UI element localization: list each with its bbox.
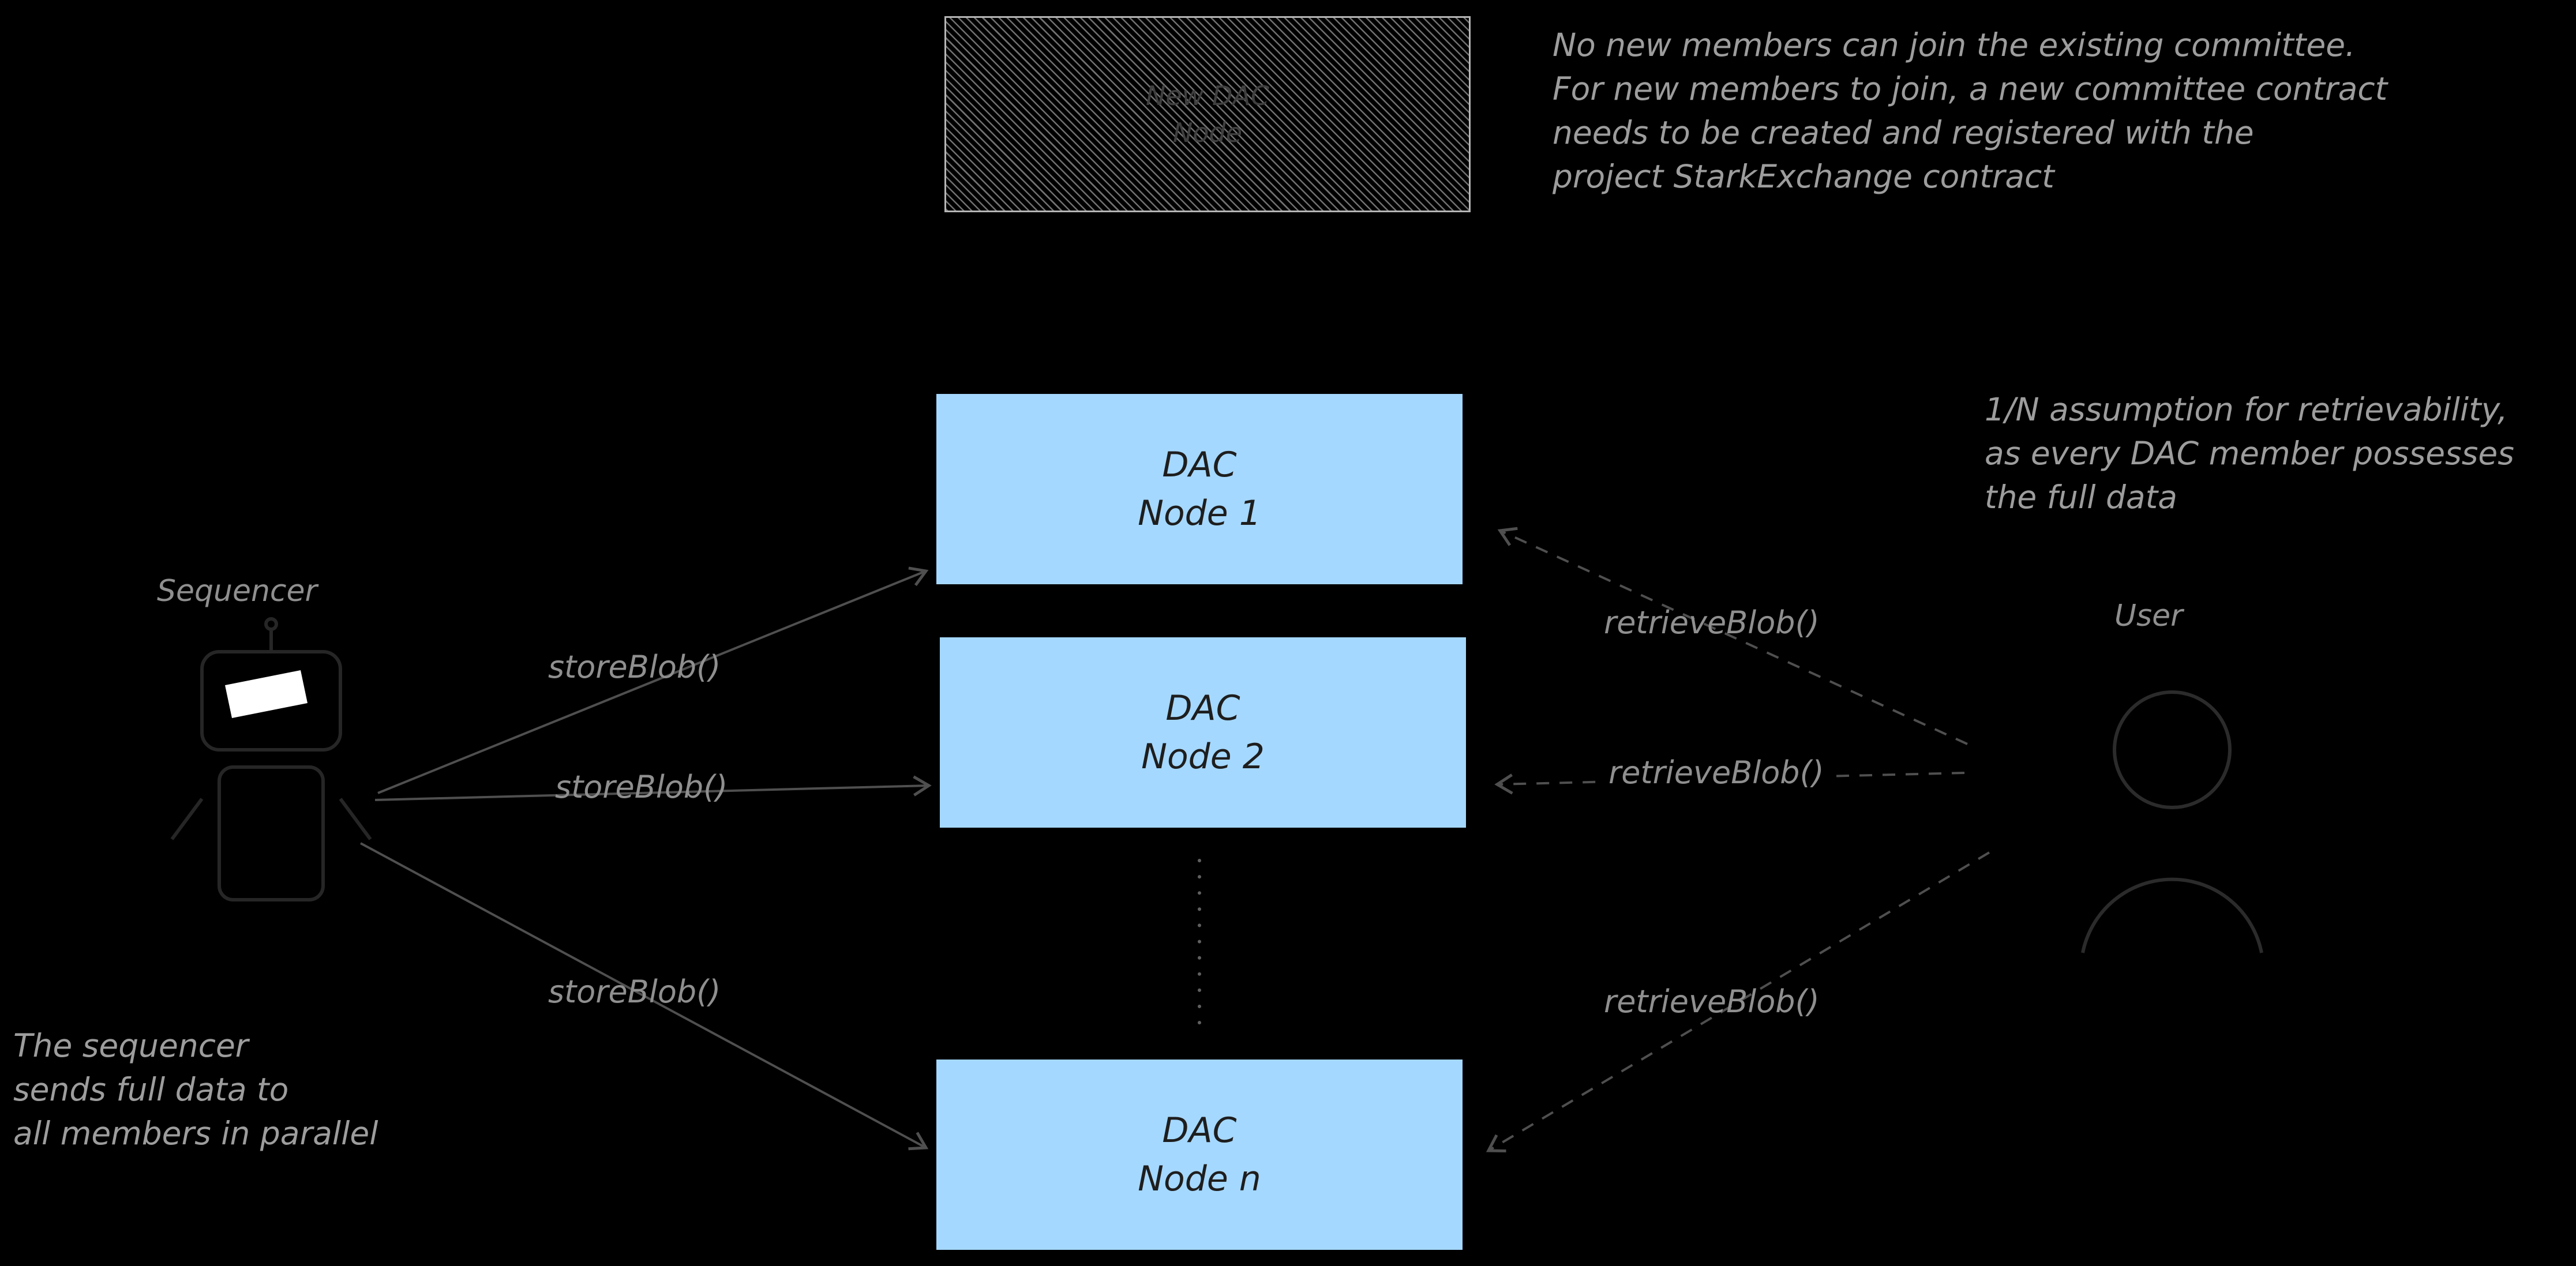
store-blob-label-2: storeBlob() xyxy=(555,769,728,805)
retrieve-blob-label-2: retrieveBlob() xyxy=(1598,754,1835,791)
retrieve-blob-label-3: retrieveBlob() xyxy=(1604,983,1820,1020)
dac-node-2-box: DAC Node 2 xyxy=(940,637,1466,828)
store-blob-label-3: storeBlob() xyxy=(548,974,721,1010)
annotation-new-members-line4: project StarkExchange contract xyxy=(1553,158,2054,195)
annotation-new-members: No new members can join the existing com… xyxy=(1553,23,2387,198)
annotation-retrievability: 1/N assumption for retrievability, as ev… xyxy=(1985,388,2514,519)
new-dac-node-box: New DAC Node xyxy=(944,16,1471,212)
dac-node-1-line2: Node 1 xyxy=(1138,493,1261,534)
annotation-sequencer-parallel-line1: The sequencer xyxy=(13,1027,249,1064)
dac-node-n-box: DAC Node n xyxy=(936,1060,1463,1250)
dac-node-n-line1: DAC xyxy=(1162,1110,1237,1151)
annotation-new-members-line2: For new members to join, a new committee… xyxy=(1553,70,2388,107)
dac-node-1-line1: DAC xyxy=(1162,445,1237,485)
dac-node-2-line1: DAC xyxy=(1165,688,1240,728)
user-person-icon xyxy=(2081,690,2263,953)
annotation-sequencer-parallel-line3: all members in parallel xyxy=(13,1115,378,1152)
store-blob-arrows xyxy=(360,566,932,1151)
annotation-retrievability-line1: 1/N assumption for retrievability, xyxy=(1985,391,2508,428)
retrieve-blob-label-1: retrieveBlob() xyxy=(1604,604,1820,641)
store-blob-label-1: storeBlob() xyxy=(548,649,721,685)
annotation-retrievability-line2: as every DAC member possesses xyxy=(1985,435,2514,472)
dac-node-2-line2: Node 2 xyxy=(1141,737,1265,777)
sequencer-robot-icon xyxy=(170,617,372,901)
annotation-new-members-line3: needs to be created and registered with … xyxy=(1553,114,2254,151)
new-dac-node-line2: Node xyxy=(1172,117,1243,148)
dac-node-1-box: DAC Node 1 xyxy=(936,394,1463,584)
annotation-retrievability-line3: the full data xyxy=(1985,479,2177,516)
dac-node-n-line2: Node n xyxy=(1138,1159,1261,1199)
annotation-new-members-line1: No new members can join the existing com… xyxy=(1553,27,2356,63)
annotation-sequencer-parallel-line2: sends full data to xyxy=(13,1071,289,1108)
annotation-sequencer-parallel: The sequencer sends full data to all mem… xyxy=(13,1024,378,1155)
new-dac-node-line1: New DAC xyxy=(1146,80,1269,111)
user-label: User xyxy=(2114,599,2183,633)
sequencer-label: Sequencer xyxy=(157,574,317,608)
